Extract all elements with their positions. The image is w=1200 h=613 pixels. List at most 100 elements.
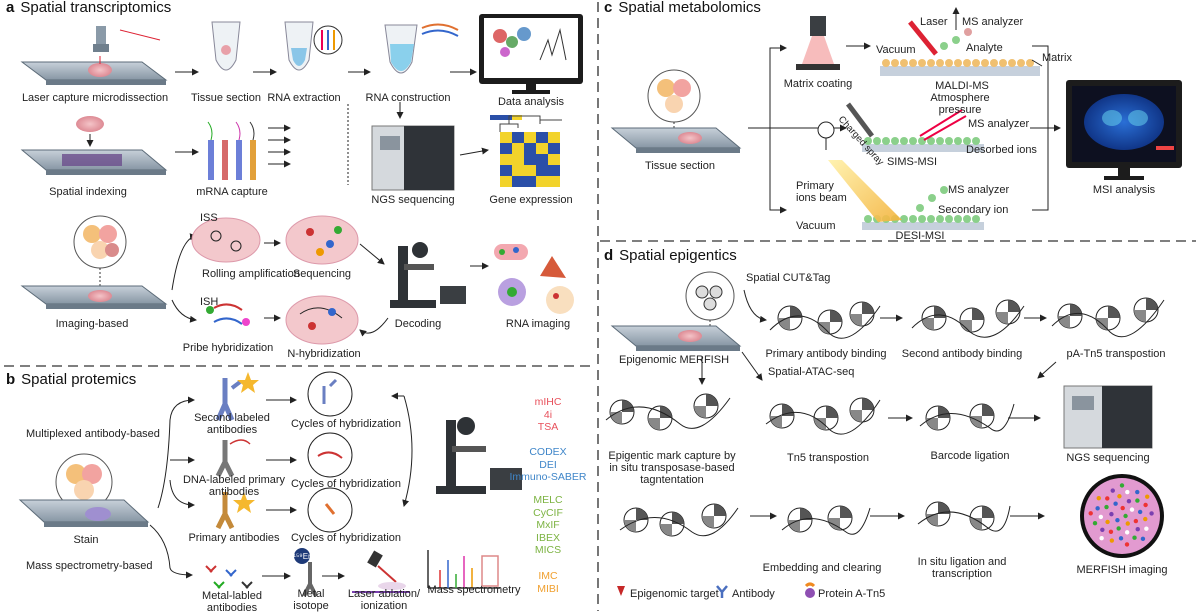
merfish-spot (1145, 494, 1150, 499)
merfish-spot (1109, 511, 1114, 517)
sims-particle (972, 137, 980, 145)
merfish-spot (1132, 535, 1137, 540)
tech-item: DEI (539, 458, 557, 471)
nucleosome (817, 309, 843, 335)
label-ms-analyzer-1: MS analyzer (962, 16, 1024, 28)
nucleosome (693, 393, 719, 419)
label-pa-tn5: pA-Tn5 transpostion (1066, 348, 1166, 360)
merfish-spot (1143, 502, 1148, 508)
dna-strand (765, 399, 881, 435)
label-n-hybridization: N-hybridization (287, 348, 361, 360)
sims-particle (936, 137, 944, 145)
tech-item: IMC (538, 570, 558, 582)
tech-item: TSA (537, 421, 559, 433)
tube-rna-construction (384, 23, 459, 74)
merfish-spot (1098, 514, 1104, 520)
label-ms-analyzer-3: MS analyzer (948, 184, 1010, 196)
label-stain: Stain (73, 534, 99, 546)
tech-item: Immuno-SABER (509, 471, 587, 483)
tech-item: CODEX (529, 446, 567, 458)
matrix-particle (936, 59, 944, 67)
matrix-particle (981, 59, 989, 67)
slide-lcm (20, 26, 168, 85)
heatmap-cell (512, 132, 524, 143)
heatmap-cell (536, 165, 548, 176)
nucleosome (1057, 303, 1083, 329)
desi-particle (945, 215, 953, 223)
merfish-spot (1118, 536, 1124, 541)
nucleosome (849, 301, 875, 327)
antibody-dna (215, 439, 251, 478)
merfish-spot (1125, 489, 1130, 495)
label-epi-capture: Epigentic mark capture by in situ transp… (608, 450, 736, 486)
tech-item: CyCIF (533, 506, 563, 519)
label-secondary-ion: Secondary ion (938, 204, 1009, 216)
matrix-particle (990, 59, 998, 67)
metal-antibodies (205, 565, 253, 589)
merfish-spot (1125, 521, 1130, 526)
label-sequencing: Sequencing (292, 268, 352, 280)
legend-antibody: Antibody (732, 588, 775, 600)
label-tissue-section: Tissue section (191, 92, 261, 104)
slide-tissue-c (610, 69, 742, 153)
desi-particle (927, 215, 935, 223)
merfish-spot (1105, 519, 1110, 525)
merfish-spot (1140, 536, 1146, 542)
label-in-situ: In situ ligation and transcription (917, 556, 1007, 580)
merfish-spot (1133, 518, 1139, 524)
panel-d-graphics (605, 271, 1165, 598)
sims-particle (963, 137, 971, 145)
label-multiplexed: Multiplexed antibody-based (26, 428, 160, 440)
heatmap-cell (548, 132, 560, 143)
sims-particle (954, 137, 962, 145)
tissue-rolling (191, 217, 261, 263)
heatmap-cell (512, 143, 524, 154)
sims-particle (927, 137, 935, 145)
nucleosome (813, 405, 839, 431)
legend-protein-a-tn5: Protein A-Tn5 (818, 588, 886, 600)
heatmap-cell (500, 176, 512, 187)
heatmap-cell (500, 154, 512, 165)
label-rna-construction: RNA construction (365, 92, 451, 104)
dna-strand (605, 397, 731, 429)
heatmap-gene-expression (490, 115, 562, 187)
label-ngs-d: NGS sequencing (1066, 452, 1150, 464)
tissue-n-hybridization (285, 295, 359, 345)
merfish-spot (1123, 513, 1128, 519)
merfish-spot (1096, 495, 1101, 501)
probe-dots (206, 303, 250, 326)
merfish-spot (1124, 542, 1130, 547)
label-primary-binding: Primary antibody binding (765, 348, 887, 360)
maldi-setup (880, 7, 1043, 76)
tech-item: MELC (533, 494, 563, 506)
desi-particle (954, 215, 962, 223)
tube-tissue-section (211, 21, 241, 71)
merfish-spot (1119, 483, 1125, 488)
label-mass-spectrometry: Mass spectrometry (427, 584, 521, 596)
monitor-msi (1066, 80, 1182, 180)
label-analyte: Analyte (966, 42, 1003, 54)
heatmap-cell (524, 176, 536, 187)
label-cut-tag: Spatial CUT&Tag (746, 272, 831, 284)
matrix-particle (945, 59, 953, 67)
slide-imaging-based (20, 215, 168, 309)
sims-particle (918, 137, 926, 145)
tech-item: 4i (543, 408, 553, 421)
merfish-spot (1092, 521, 1098, 526)
heatmap-cell (512, 176, 524, 187)
slide-spatial-indexing (20, 116, 168, 175)
merfish-spot (1115, 517, 1120, 523)
heatmap-cell (524, 132, 536, 143)
slide-epigenomic (610, 271, 742, 351)
cells-rna-imaging (494, 244, 574, 314)
label-ish: ISH (200, 296, 219, 308)
nucleosome (609, 399, 635, 425)
label-lcm: Laser capture microdissection (21, 92, 169, 104)
label-primary-antibodies: Primary antibodies (188, 532, 280, 544)
tech-item: mIHC (534, 396, 562, 408)
